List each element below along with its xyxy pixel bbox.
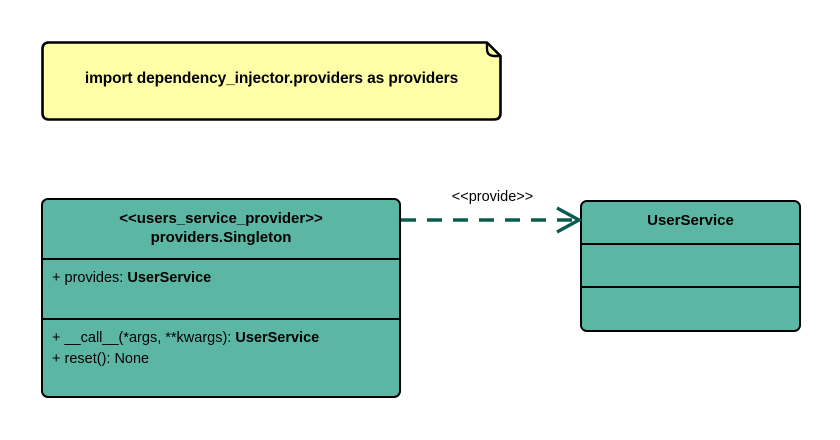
operation-row: + reset(): None: [52, 349, 399, 370]
class-header-user-service: UserService: [582, 202, 799, 243]
note-text: import dependency_injector.providers as …: [84, 70, 459, 87]
operation-row: + __call__(*args, **kwargs): UserService: [52, 328, 399, 349]
class-name: providers.Singleton: [150, 229, 292, 246]
note-import[interactable]: import dependency_injector.providers as …: [40, 40, 503, 122]
note-shape: [41, 41, 502, 121]
class-operations-user-service: [582, 286, 799, 330]
dependency-arrowhead: [556, 206, 583, 234]
class-stereotype: <<users_service_provider>>: [119, 210, 323, 227]
class-attributes-users-service-provider: + provides: UserService: [43, 258, 399, 318]
attribute-label: provides:: [64, 270, 124, 286]
operation-type: UserService: [235, 330, 320, 346]
class-header-users-service-provider: <<users_service_provider>> providers.Sin…: [43, 200, 399, 258]
class-operations-users-service-provider: + __call__(*args, **kwargs): UserService…: [43, 318, 399, 392]
dependency-label: <<provide>>: [451, 189, 534, 205]
class-name: UserService: [647, 212, 734, 229]
class-attributes-user-service: [582, 243, 799, 286]
class-user-service[interactable]: UserService: [580, 200, 801, 332]
operation-type: None: [114, 351, 150, 367]
dependency-connector[interactable]: [395, 185, 590, 240]
class-users-service-provider[interactable]: <<users_service_provider>> providers.Sin…: [41, 198, 401, 398]
operation-visibility: +: [52, 351, 61, 367]
operation-label: reset():: [64, 351, 111, 367]
attribute-visibility: +: [52, 270, 61, 286]
attribute-type: UserService: [127, 270, 212, 286]
operation-label: __call__(*args, **kwargs):: [64, 330, 232, 346]
operation-visibility: +: [52, 330, 61, 346]
attribute-row: + provides: UserService: [52, 268, 399, 289]
